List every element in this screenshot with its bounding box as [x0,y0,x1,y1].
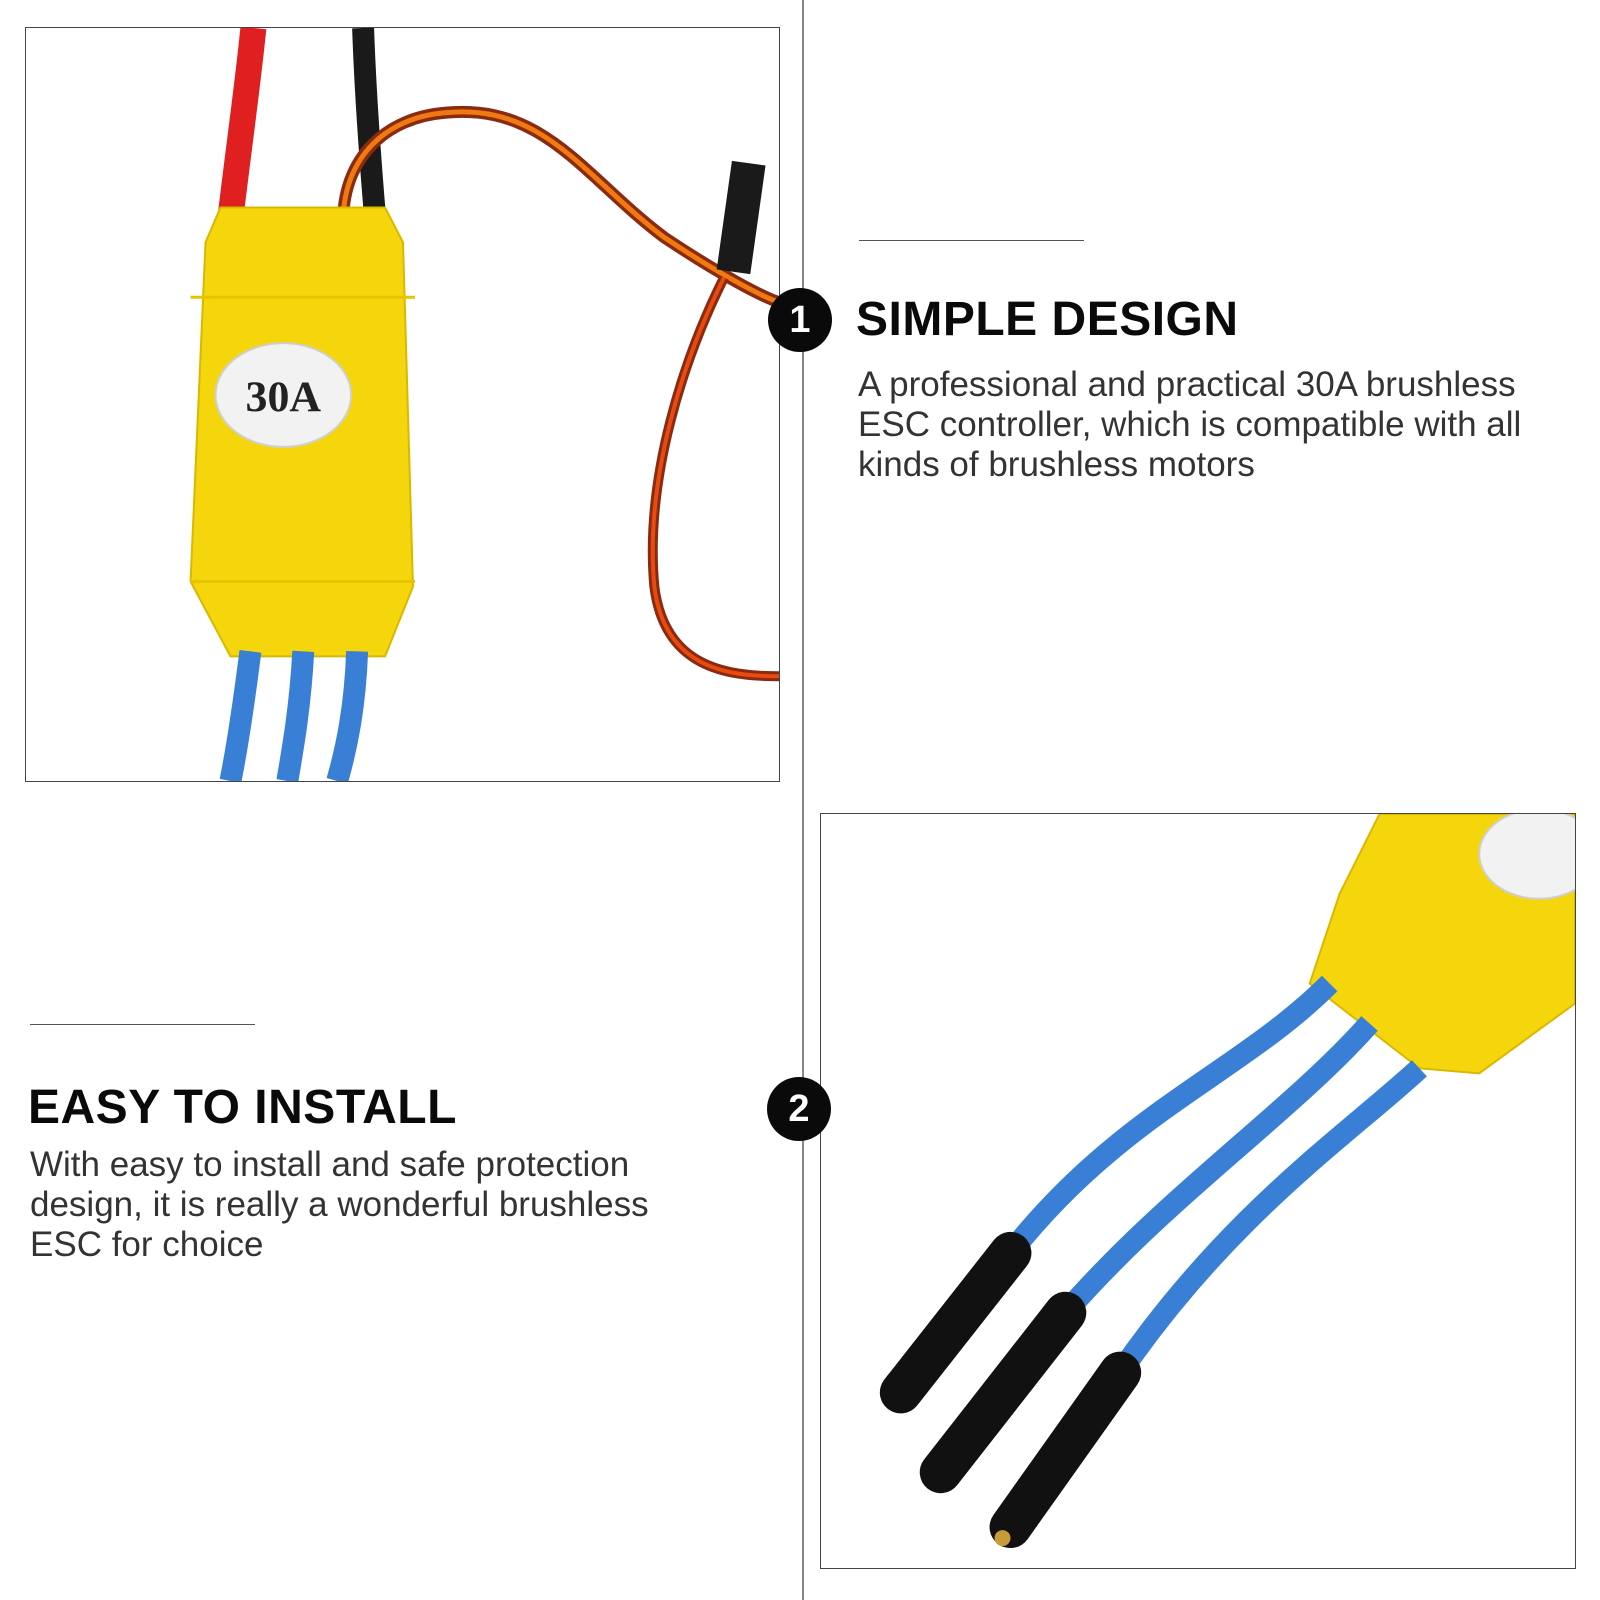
esc-illustration: 30A [189,28,779,781]
motor-wire [326,650,369,781]
signal-wire-loop [647,275,779,682]
feature-2-title: EASY TO INSTALL [28,1081,457,1134]
feature-2-number-badge: 2 [767,1077,831,1141]
feature-1-number-badge: 1 [768,288,832,352]
bullet-connector [989,1351,1142,1549]
product-photo-top: 30A [25,27,780,782]
motor-wire [219,649,262,781]
bullet-connector [879,1231,1032,1414]
feature-2-divider [30,1024,255,1025]
motor-wire [276,650,315,781]
label-text: 30A [246,373,322,421]
current-rating-label [1478,814,1575,900]
bullet-connector [919,1291,1087,1494]
feature-2-description: With easy to install and safe protection… [30,1145,649,1264]
gold-connector-tip [994,1530,1011,1547]
motor-wire [1111,1060,1427,1379]
feature-1-title: SIMPLE DESIGN [856,293,1239,346]
current-rating-label [214,342,353,448]
center-divider [802,0,804,1600]
esc-wires-illustration [879,814,1575,1549]
motor-wire [1057,1016,1378,1320]
motor-wire [1001,975,1338,1260]
feature-1-divider [859,240,1084,241]
red-power-wire [217,28,267,219]
black-power-wire [352,28,387,219]
servo-connector [716,160,766,275]
product-photo-bottom [820,813,1576,1569]
signal-wire [337,105,779,308]
feature-1-description: A professional and practical 30A brushle… [858,365,1522,484]
